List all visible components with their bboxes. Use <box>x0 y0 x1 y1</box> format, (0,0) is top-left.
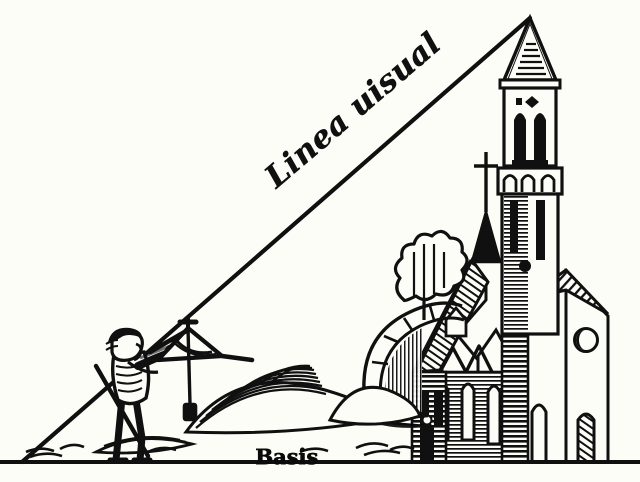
surveyor <box>93 327 180 464</box>
grass-tufts <box>25 442 415 459</box>
rose-window <box>573 327 599 353</box>
geometric-quadrant <box>147 318 255 422</box>
church <box>362 13 610 464</box>
fleche-cross <box>469 152 503 264</box>
bell-tower <box>496 13 564 464</box>
hill-hatching <box>195 364 327 429</box>
tree <box>393 229 469 320</box>
